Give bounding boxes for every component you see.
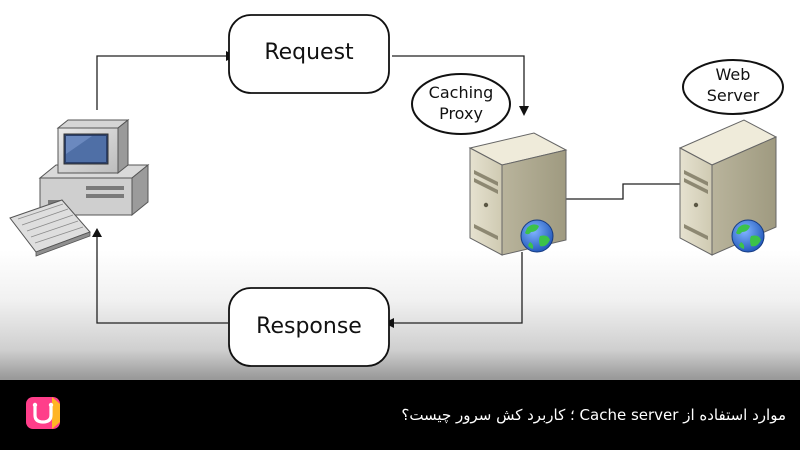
web-server-label-line2: Server [707, 86, 760, 105]
response-node: Response [228, 287, 390, 367]
desktop-computer-icon [9, 118, 150, 257]
request-label: Request [264, 40, 354, 65]
caching-proxy-label-line1: Caching [429, 83, 494, 102]
request-flow-lines [96, 55, 686, 324]
caching-proxy-diagram: Request Response Caching Proxy Web Serve… [9, 14, 784, 367]
globe-icon [731, 219, 765, 253]
caching-proxy-server-icon [468, 132, 568, 256]
web-server-bubble: Web Server [682, 59, 784, 115]
globe-icon [520, 219, 554, 253]
caching-proxy-bubble: Caching Proxy [411, 73, 511, 135]
arrow-to-proxy [519, 106, 529, 116]
shopping-bag-logo-icon [26, 397, 60, 429]
web-server-icon [678, 119, 778, 256]
response-label: Response [256, 314, 362, 339]
web-server-label-line1: Web [716, 65, 751, 84]
caching-proxy-label-line2: Proxy [439, 104, 483, 123]
request-node: Request [228, 14, 390, 94]
arrow-to-client [92, 228, 102, 237]
caption-bar: موارد استفاده از Cache server ؛ کاربرد ک… [0, 380, 800, 450]
article-title: موارد استفاده از Cache server ؛ کاربرد ک… [401, 406, 786, 424]
arrowheads [92, 51, 696, 328]
